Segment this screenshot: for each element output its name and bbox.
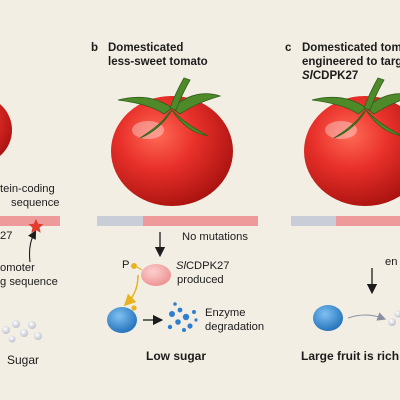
panel-b-title-line1: Domesticated: [108, 42, 184, 54]
panel-b: [97, 77, 258, 333]
tomato-c: [304, 96, 400, 206]
pointer-arrow-a: [28, 230, 37, 263]
gene-bar-promoter-c: [291, 216, 336, 226]
enzyme-c: [313, 305, 343, 331]
sugar-molecules-a: [2, 320, 42, 343]
tomato-b-stem: [117, 77, 222, 139]
arrow-to-sugar-c: [347, 312, 387, 321]
panel-c-letter: c: [285, 42, 292, 54]
phospho-group: [131, 263, 137, 269]
tomato-b: [111, 96, 233, 206]
gene-bar-coding-b: [143, 216, 258, 226]
panel-b-outcome: Low sugar: [146, 349, 207, 363]
panel-a-coding-label: tein-coding: [0, 183, 55, 195]
panel-a: [0, 104, 60, 343]
sugar-molecules-c: [388, 310, 400, 326]
tomato-a: [0, 104, 12, 156]
enzyme-label-line2: degradation: [205, 321, 265, 333]
no-mutations-label: No mutations: [182, 231, 248, 243]
gene-bar-promoter-b: [97, 216, 143, 226]
panel-a-gene-label: 27: [0, 230, 13, 242]
panel-c: [291, 77, 400, 331]
gene-bar-coding-a: [0, 216, 60, 226]
panel-a-promoter-label: omoter: [0, 262, 35, 274]
phospho-label: P: [122, 259, 130, 271]
panel-b-title-line2: less-sweet tomato: [108, 56, 208, 68]
panel-c-side-label: en: [385, 256, 398, 268]
panel-c-title-line2: engineered to targ: [302, 56, 400, 68]
enzyme-b: [107, 307, 137, 333]
mutation-star-icon: [28, 219, 44, 233]
phospho-transfer-arrow: [123, 274, 139, 307]
gene-bar-coding-c: [336, 216, 400, 226]
panel-c-outcome: Large fruit is rich: [301, 349, 400, 363]
panel-c-title-line1: Domesticated tom: [302, 42, 400, 54]
enzyme-label-line1: Enzyme: [205, 307, 246, 319]
panel-c-title-line3: SlCDPK27: [302, 70, 359, 82]
panel-a-promoter-label-line2: g sequence: [0, 276, 58, 288]
panel-b-letter: b: [91, 42, 99, 54]
panel-a-sugar-label: Sugar: [7, 353, 40, 367]
tomato-c-stem: [311, 77, 400, 139]
panel-a-coding-label-line2: sequence: [11, 197, 60, 209]
protein-name-label: SlCDPK27: [176, 260, 230, 272]
protein-blob: [141, 264, 171, 286]
protein-produced-label: produced: [177, 274, 224, 286]
degraded-fragments: [167, 302, 198, 332]
